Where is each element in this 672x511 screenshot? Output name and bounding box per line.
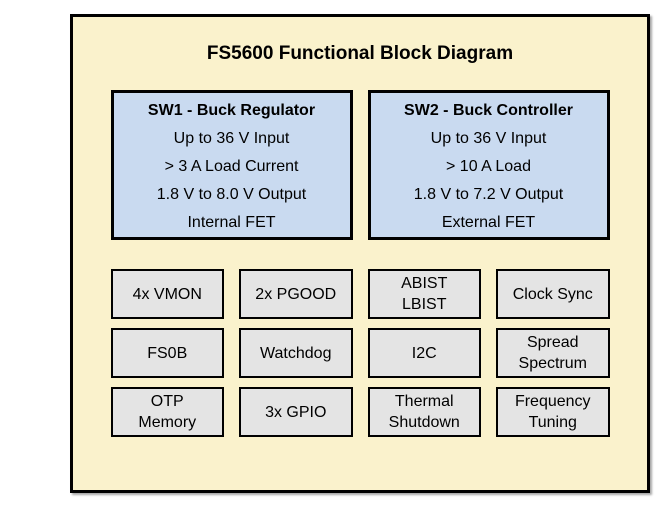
block-abist-lbist: ABIST LBIST <box>367 269 481 319</box>
block-vmon: 4x VMON <box>110 269 224 319</box>
block-pgood: 2x PGOOD <box>239 269 353 319</box>
feature-block-sw1-title: SW1 - Buck Regulator <box>147 102 316 119</box>
block-thermal-shutdown: Thermal Shutdown <box>367 387 481 437</box>
feature-block-sw1-line: > 3 A Load Current <box>164 158 299 175</box>
feature-block-sw2-line: > 10 A Load <box>446 158 531 175</box>
feature-block-row: SW1 - Buck Regulator Up to 36 V Input > … <box>110 90 610 240</box>
diagram-panel: FS5600 Functional Block Diagram SW1 - Bu… <box>70 14 650 493</box>
block-frequency-tuning: Frequency Tuning <box>496 387 610 437</box>
feature-block-sw2: SW2 - Buck Controller Up to 36 V Input >… <box>367 90 610 240</box>
block-fs0b: FS0B <box>110 328 224 378</box>
block-otp-memory: OTP Memory <box>110 387 224 437</box>
feature-block-sw2-line: 1.8 V to 7.2 V Output <box>413 186 564 203</box>
function-block-grid: 4x VMON 2x PGOOD ABIST LBIST Clock Sync … <box>110 269 610 437</box>
feature-block-sw1-line: Up to 36 V Input <box>173 130 290 147</box>
block-clock-sync: Clock Sync <box>496 269 610 319</box>
feature-block-sw2-line: External FET <box>441 214 536 231</box>
feature-block-sw2-line: Up to 36 V Input <box>430 130 547 147</box>
feature-block-sw1-line: Internal FET <box>187 214 276 231</box>
feature-block-sw1: SW1 - Buck Regulator Up to 36 V Input > … <box>110 90 353 240</box>
feature-block-sw1-line: 1.8 V to 8.0 V Output <box>156 186 307 203</box>
block-spread-spectrum: Spread Spectrum <box>496 328 610 378</box>
block-watchdog: Watchdog <box>239 328 353 378</box>
feature-block-sw2-title: SW2 - Buck Controller <box>404 102 573 119</box>
block-gpio: 3x GPIO <box>239 387 353 437</box>
block-i2c: I2C <box>367 328 481 378</box>
diagram-title: FS5600 Functional Block Diagram <box>206 43 514 64</box>
